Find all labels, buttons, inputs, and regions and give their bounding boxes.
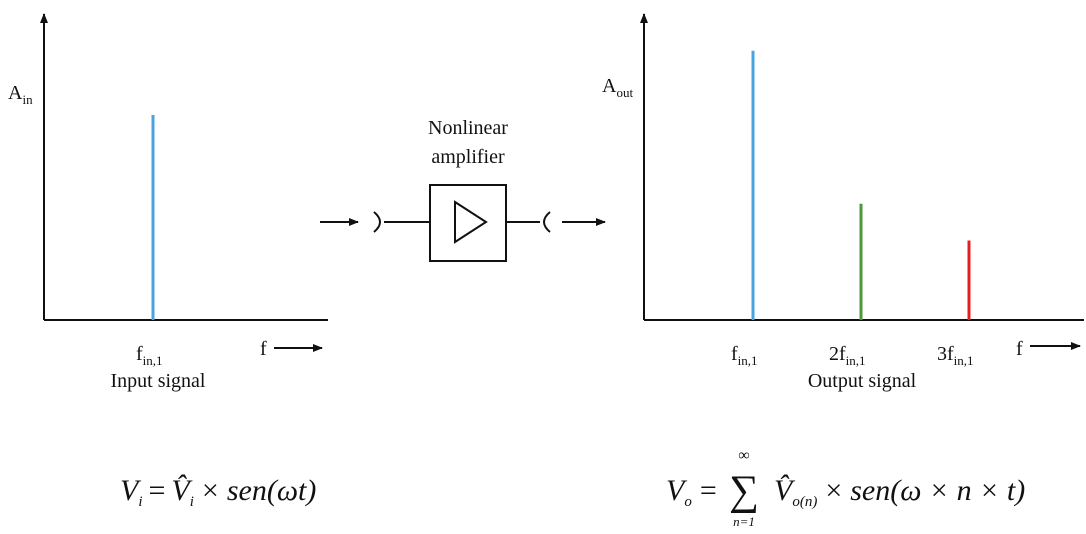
amplifier-label-line2: amplifier [431,146,505,168]
input-x-axis-label: f [260,338,267,360]
output-tick-label-1: fin,1 [731,343,758,368]
input-connector [373,211,381,233]
output-equation-rhs: V̂o(n)×sen(ω × n × t) [774,474,1025,510]
output-connector [543,211,551,233]
output-tick-label-2: 2fin,1 [829,343,866,368]
sum-symbol: ∑ [729,468,759,514]
amplifier-label-line1: Nonlinear [428,117,508,139]
input-equation: Vi=V̂i×sen(ωt) [120,474,316,510]
nonlinear-amplifier: Nonlinear amplifier [320,117,606,262]
sum-upper-limit: ∞ [738,447,749,464]
output-y-axis-label: Aout [602,75,633,100]
input-tick-label: fin,1 [136,343,163,368]
input-spectrum-panel: Ain fin,1 f Input signal [8,13,328,392]
output-spectrum-panel: Aout fin,1 2fin,1 3fin,1 f Output signal [602,13,1084,392]
output-tick-label-3: 3fin,1 [937,343,974,368]
output-equation-lhs: Vo= [666,474,717,510]
output-caption: Output signal [808,370,917,392]
input-y-axis-label: Ain [8,82,33,107]
input-equation-text: Vi=V̂i×sen(ωt) [120,474,316,510]
amplifier-triangle-icon [454,200,488,244]
input-caption: Input signal [111,370,206,392]
output-equation: Vo= ∞ ∑ n=1 V̂o(n)×sen(ω × n × t) [666,447,1025,529]
output-x-axis-label: f [1016,338,1023,360]
sum-lower-limit: n=1 [733,514,755,529]
amplifier-box [429,184,507,262]
